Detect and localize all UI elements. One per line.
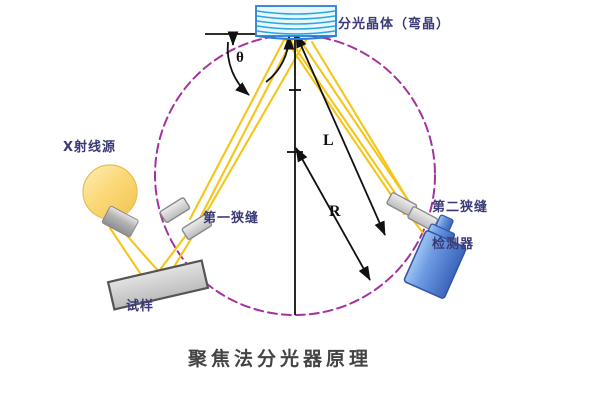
label-sample: 试样 xyxy=(126,299,155,314)
first-slit xyxy=(159,197,213,240)
theta-angle-arc xyxy=(226,35,295,96)
central-axis-line xyxy=(287,32,303,315)
xray-source-bulb xyxy=(82,164,139,238)
label-xray-source: X射线源 xyxy=(63,140,117,155)
diagram-title: 聚焦法分光器原理 xyxy=(188,348,373,370)
label-length-l: L xyxy=(323,132,334,149)
label-second-slit: 第二狭缝 xyxy=(432,200,489,215)
detector-body xyxy=(403,214,467,299)
analyzing-crystal xyxy=(255,5,337,40)
label-first-slit: 第一狭缝 xyxy=(203,211,260,226)
label-crystal: 分光晶体（弯晶） xyxy=(338,17,451,32)
label-radius-r: R xyxy=(329,203,341,220)
label-theta-angle: θ xyxy=(236,50,244,66)
label-detector: 检测器 xyxy=(432,237,475,252)
measure-line-R xyxy=(295,147,371,281)
sample-plate xyxy=(106,259,210,311)
